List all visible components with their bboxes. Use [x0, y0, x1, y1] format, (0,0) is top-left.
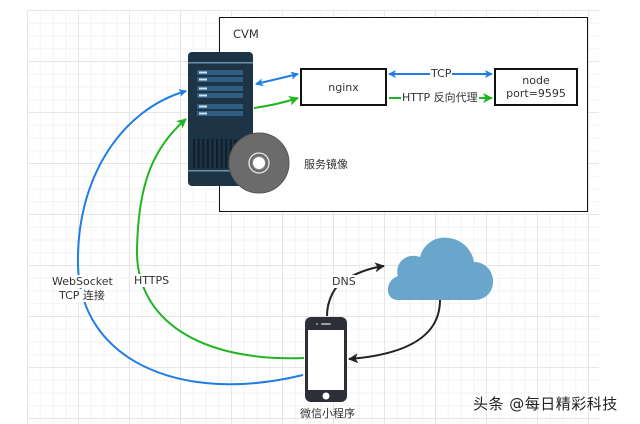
server-vent [206, 139, 209, 168]
nginx-label: nginx [328, 80, 359, 94]
websocket-label-line1: WebSocket [52, 275, 113, 288]
websocket-edge [76, 89, 304, 386]
node-label-line2: port=9595 [506, 87, 566, 100]
server-vent [197, 139, 200, 168]
watermark: 头条 @每日精彩科技 [473, 395, 618, 413]
cloud-icon [387, 237, 494, 300]
server-vent [211, 139, 214, 168]
server-vent [225, 139, 228, 168]
websocket-label-line2: TCP 连接 [59, 289, 105, 302]
nginx-box: nginx [300, 68, 387, 106]
server-image-label: 服务镜像 [304, 158, 348, 171]
cloud-to-client-edge [348, 299, 441, 364]
disk-image-icon [228, 132, 290, 194]
node-label-line1: node [522, 74, 550, 87]
server-vent [216, 139, 218, 168]
https-edge [135, 118, 305, 360]
dns-label: DNS [332, 275, 356, 288]
server-vent [220, 139, 223, 168]
tcp-label: TCP [430, 67, 453, 80]
cvm-label: CVM [233, 27, 259, 41]
client-label: 微信小程序 [300, 407, 355, 420]
server-vent [193, 139, 195, 168]
http-proxy-label: HTTP 反向代理 [401, 91, 479, 104]
node-box: node port=9595 [494, 68, 578, 106]
dns-edge [326, 262, 385, 317]
server-vent [202, 139, 205, 168]
phone-icon [305, 317, 347, 402]
server-nginx-tcp-edge [255, 71, 299, 87]
server-nginx-http-edge [253, 95, 299, 109]
https-label: HTTPS [134, 274, 170, 287]
